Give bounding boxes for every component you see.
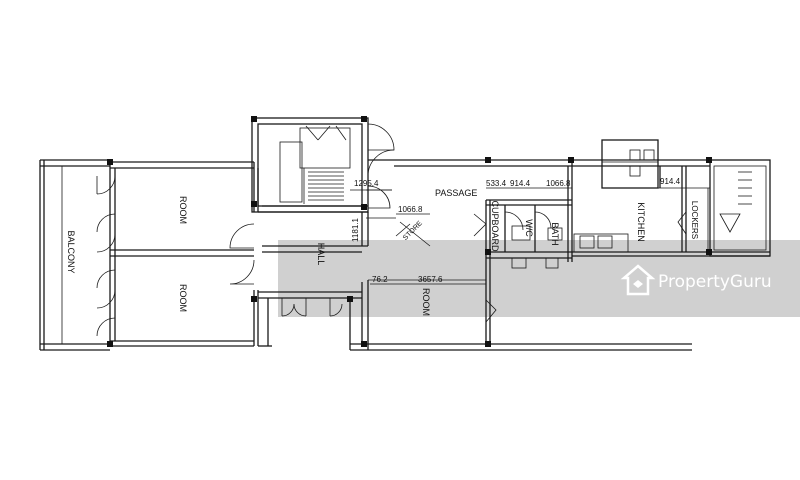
dim-914-b: 914.4 [660,177,681,186]
structural-columns [107,116,712,347]
label-room-right: ROOM [421,288,431,316]
dim-76: 76.2 [372,275,388,284]
label-lockers: LOCKERS [690,201,699,239]
label-room-top: ROOM [178,196,188,224]
house-logo-icon [620,264,656,296]
balcony-area [39,159,110,351]
label-bath: BATH [550,222,560,245]
label-balcony: BALCONY [66,230,76,273]
dim-1066-a: 1066.8 [546,179,571,188]
dim-1181: 1181.1 [351,218,360,242]
stair-core [251,117,395,213]
right-stair [709,159,771,257]
watermark: PropertyGuru [620,264,772,296]
dim-914-a: 914.4 [510,179,531,188]
lower-walls [258,279,692,351]
service-core [473,160,573,345]
label-kitchen: KITCHEN [636,202,646,242]
dim-1295: 1295.4 [354,179,379,188]
kitchen-area [572,139,770,257]
dimension-lines [350,187,710,285]
dim-533: 533.4 [486,179,507,188]
label-wc: W/C [524,219,534,237]
label-passage: PASSAGE [435,188,477,198]
dim-3657: 3657.6 [418,275,443,284]
label-room-bottom: ROOM [178,284,188,312]
label-cupboard: CUPBOARD [490,200,500,252]
watermark-text: PropertyGuru [658,272,772,292]
left-rooms-walls [96,161,259,347]
watermark-band [278,240,800,317]
label-hall: HALL [316,243,326,266]
dim-1066-b: 1066.8 [398,205,423,214]
